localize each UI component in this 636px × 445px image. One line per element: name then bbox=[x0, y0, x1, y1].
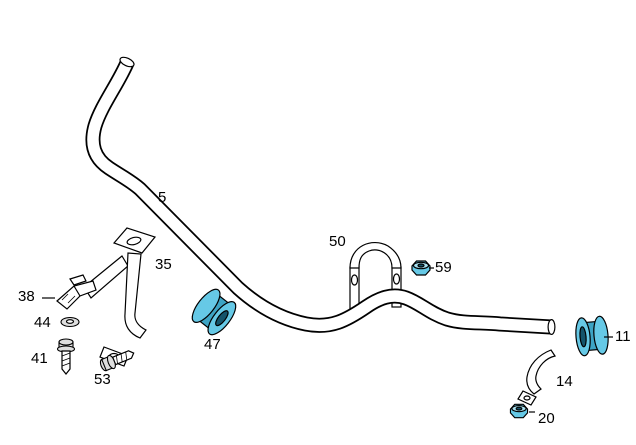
part-label-50: 50 bbox=[329, 233, 346, 250]
part-label-11: 11 bbox=[615, 328, 631, 345]
bar-end-top bbox=[119, 56, 135, 68]
bushing-11 bbox=[575, 315, 609, 357]
nut-20 bbox=[509, 403, 529, 419]
clamp-50 bbox=[349, 242, 402, 312]
clip-38 bbox=[56, 274, 97, 310]
part-label-59: 59 bbox=[435, 259, 452, 276]
nut-59 bbox=[411, 260, 431, 276]
leader-lines bbox=[42, 267, 613, 413]
bolt-53 bbox=[99, 350, 135, 372]
bolt-41 bbox=[56, 338, 76, 375]
part-label-5: 5 bbox=[158, 189, 167, 206]
bar-end-right bbox=[547, 319, 556, 336]
part-label-41: 41 bbox=[31, 350, 48, 367]
part-label-53: 53 bbox=[94, 371, 111, 388]
part-label-38: 38 bbox=[18, 288, 35, 305]
washer-44 bbox=[60, 316, 80, 328]
part-label-14: 14 bbox=[556, 373, 573, 390]
bracket-14 bbox=[517, 349, 556, 406]
part-label-47: 47 bbox=[204, 336, 221, 353]
stabilizer-bar-5 bbox=[85, 56, 556, 336]
part-label-35: 35 bbox=[155, 256, 172, 273]
bracket-35 bbox=[83, 227, 157, 367]
part-label-20: 20 bbox=[538, 410, 555, 427]
part-label-44: 44 bbox=[34, 314, 51, 331]
bushing-47 bbox=[191, 288, 237, 336]
